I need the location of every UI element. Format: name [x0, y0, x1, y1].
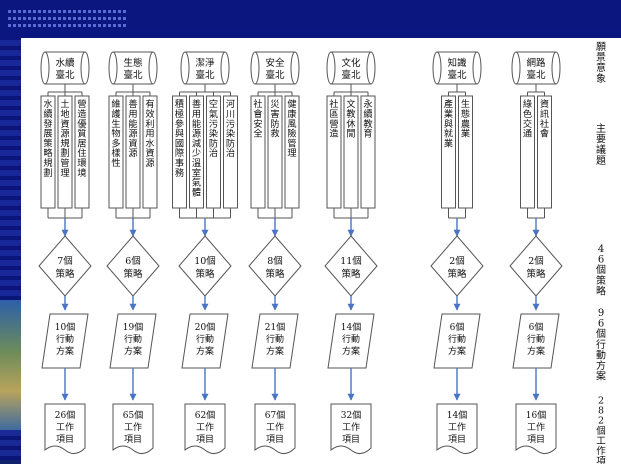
level-label-issues: 主要議題 [596, 123, 606, 167]
item-document [44, 403, 86, 454]
action-label: 14個行動方案 [341, 321, 361, 357]
vision-cylinder-cap [432, 51, 442, 85]
item-document [184, 403, 226, 454]
issue-label: 產業與就業 [444, 98, 453, 149]
issue-label: 永續教育 [363, 98, 372, 139]
issue-label: 河川污染防治 [226, 98, 235, 159]
action-label: 20個行動方案 [195, 321, 215, 357]
issue-label: 維護生物多樣性 [111, 98, 120, 169]
vision-cylinder-end [366, 51, 376, 85]
strategy-label: 2個策略 [447, 255, 467, 280]
action-label: 6個行動方案 [527, 321, 545, 357]
vision-cylinder-body [44, 51, 86, 85]
action-parallelogram [109, 313, 157, 369]
action-parallelogram [181, 313, 229, 369]
header-decoration [8, 6, 128, 42]
issue-label: 營造優質居住環境 [77, 98, 86, 179]
issue-label: 社區營造 [329, 98, 338, 139]
vision-cylinder-cap [511, 51, 521, 85]
strategy-label: 2個策略 [526, 255, 546, 280]
item-label: 62個工作項目 [195, 409, 215, 445]
issue-label: 綠色交通 [523, 98, 532, 139]
level-label-vision: 願景意象 [596, 41, 606, 85]
vision-cylinder-cap [108, 51, 118, 85]
item-label: 32個工作項目 [341, 409, 361, 445]
vision-label: 水續臺北 [55, 57, 75, 81]
vision-cylinder-cap [40, 51, 50, 85]
action-label: 10個行動方案 [55, 321, 75, 357]
vision-cylinder-cap [250, 51, 260, 85]
issue-label: 善用能源減少溫室氣體 [192, 98, 201, 198]
vision-cylinder-cap [180, 51, 190, 85]
vision-cylinder-end [220, 51, 230, 85]
strategy-label: 10個策略 [194, 255, 216, 280]
vision-cylinder-end [551, 51, 561, 85]
item-document [330, 403, 372, 454]
item-document [515, 403, 557, 454]
issue-label: 有效利用水資源 [145, 98, 154, 169]
issue-label: 土地資源規劃管理 [60, 98, 69, 179]
vision-cylinder-body [112, 51, 154, 85]
vision-label: 安全臺北 [265, 57, 285, 81]
issue-label: 資訊社會 [540, 98, 549, 139]
item-label: 67個工作項目 [265, 409, 285, 445]
vision-cylinder-cap [326, 51, 336, 85]
action-parallelogram [327, 313, 375, 369]
item-label: 65個工作項目 [123, 409, 143, 445]
issue-label: 災害防救 [270, 99, 279, 139]
action-parallelogram [433, 313, 481, 369]
vision-cylinder-end [148, 51, 158, 85]
strategy-label: 8個策略 [265, 255, 285, 280]
issue-label: 社會安全 [253, 98, 262, 139]
vision-cylinder-end [80, 51, 90, 85]
vision-cylinder-end [472, 51, 482, 85]
issue-label: 積極參與國際事務 [175, 98, 185, 179]
item-document [112, 403, 154, 454]
action-parallelogram [41, 313, 89, 369]
vision-label: 潔淨臺北 [195, 57, 215, 81]
issue-label: 水續發展策略規劃 [43, 98, 53, 179]
vision-label: 網路臺北 [526, 57, 546, 81]
vision-label: 文化臺北 [341, 57, 361, 81]
item-label: 14個工作項目 [447, 409, 467, 445]
action-label: 19個行動方案 [123, 321, 143, 357]
issue-label: 健康風險管理 [287, 98, 296, 159]
item-label: 16個工作項目 [526, 409, 546, 445]
left-photo-strip [0, 300, 22, 430]
action-parallelogram [251, 313, 299, 369]
diagram-canvas: 水續臺北水續發展策略規劃土地資源規劃管理營造優質居住環境 7個策略 10個行動方案 2… [21, 38, 621, 464]
issue-label: 生態農業 [461, 98, 470, 139]
item-document [254, 403, 296, 454]
level-label-items: 282個工作項目 [596, 396, 606, 464]
issue-label: 文教休閒 [346, 98, 355, 139]
vision-label: 生態臺北 [123, 57, 143, 81]
issue-label: 空氣污染防治 [209, 98, 218, 159]
strategy-label: 6個策略 [123, 255, 143, 280]
strategy-label: 7個策略 [55, 255, 75, 280]
issue-label: 善用能源資源 [128, 98, 137, 159]
vision-cylinder-end [290, 51, 300, 85]
vision-label: 知識臺北 [447, 57, 467, 81]
item-label: 26個工作項目 [55, 409, 75, 445]
action-label: 6個行動方案 [448, 321, 466, 357]
item-document [436, 403, 478, 454]
action-parallelogram [512, 313, 560, 369]
action-label: 21個行動方案 [265, 321, 285, 357]
strategy-label: 11個策略 [340, 255, 362, 280]
